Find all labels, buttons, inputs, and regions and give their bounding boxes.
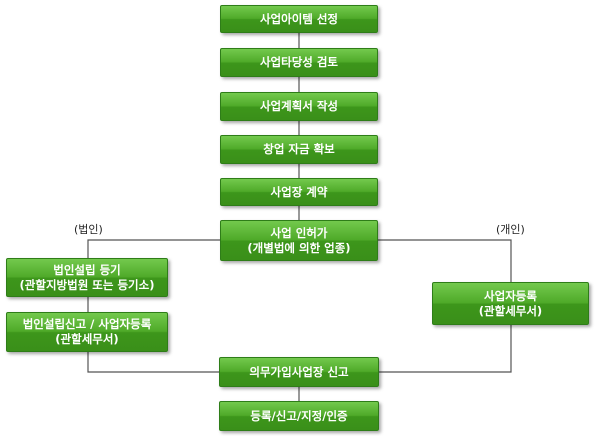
step-registration-certification: 등록/신고/지정/인증 <box>219 401 379 431</box>
corporate-branch-label: (법인) <box>74 223 103 236</box>
step-registration-certification-label: 등록/신고/지정/인증 <box>250 408 348 423</box>
step-item-selection-label: 사업아이템 선정 <box>259 11 339 26</box>
step-business-license: 사업 인허가 (개별법에 의한 업종) <box>220 220 378 261</box>
individual-branch-label: (개인) <box>496 223 525 236</box>
corporate-registration-line2: (관할지방법원 또는 등기소) <box>19 277 155 292</box>
step-feasibility-review: 사업타당성 검토 <box>220 48 378 77</box>
step-funding: 창업 자금 확보 <box>220 135 378 164</box>
corporate-tax-report-line1: 법인설립신고 / 사업자등록 <box>22 317 152 331</box>
step-business-license-line1: 사업 인허가 <box>270 225 328 240</box>
step-mandatory-insurance-report: 의무가입사업장 신고 <box>219 357 379 387</box>
step-site-contract: 사업장 계약 <box>220 178 378 206</box>
step-item-selection: 사업아이템 선정 <box>220 5 378 33</box>
step-business-plan: 사업계획서 작성 <box>220 92 378 121</box>
corporate-tax-report: 법인설립신고 / 사업자등록 (관할세무서) <box>6 312 168 352</box>
connector-corporate-branch <box>87 239 220 258</box>
individual-business-registration: 사업자등록 (관할세무서) <box>432 282 589 325</box>
step-funding-label: 창업 자금 확보 <box>263 142 335 156</box>
individual-registration-line1: 사업자등록 <box>484 288 537 303</box>
step-business-plan-label: 사업계획서 작성 <box>259 99 339 113</box>
corporate-registration-line1: 법인설립 등기 <box>53 262 121 277</box>
connector-corporate-to-insurance <box>87 352 219 373</box>
connector-individual-branch <box>378 239 512 282</box>
step-site-contract-label: 사업장 계약 <box>270 184 328 199</box>
corporate-tax-report-line2: (관할세무서) <box>55 332 119 346</box>
step-feasibility-review-label: 사업타당성 검토 <box>259 55 339 69</box>
individual-registration-line2: (관할세무서) <box>478 303 543 318</box>
step-mandatory-insurance-label: 의무가입사업장 신고 <box>249 364 349 379</box>
step-business-license-line2: (개별법에 의한 업종) <box>247 240 351 255</box>
corporate-registration: 법인설립 등기 (관할지방법원 또는 등기소) <box>6 258 168 297</box>
connector-individual-to-insurance <box>379 325 512 373</box>
